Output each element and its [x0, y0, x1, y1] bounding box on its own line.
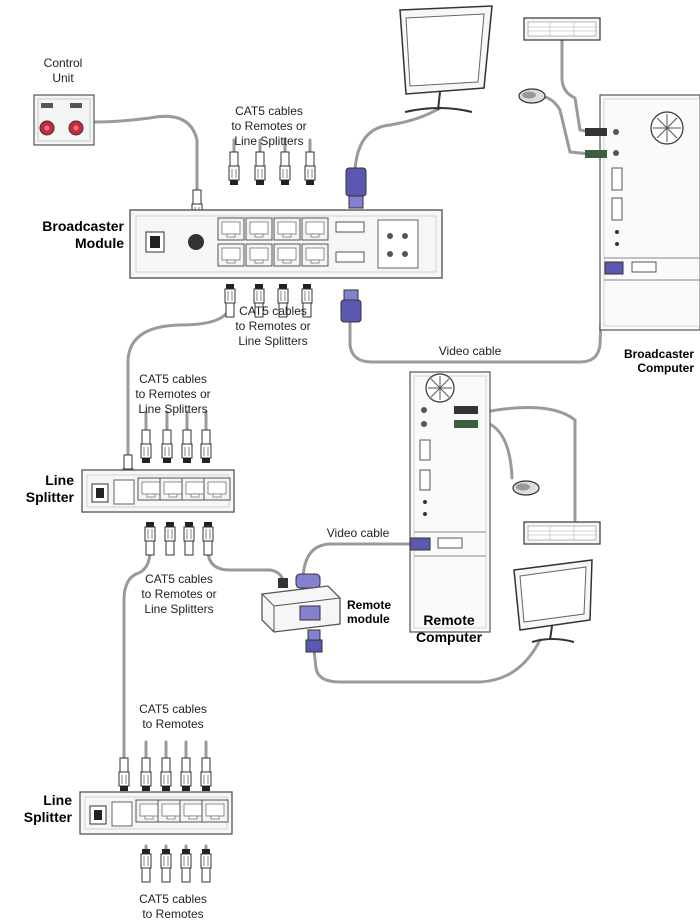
control-unit-device [33, 94, 95, 146]
remote-computer-label: Remote Computer [415, 612, 483, 645]
broadcaster-monitor [399, 5, 493, 113]
cat5-below-splitter-label: CAT5 cables to Remotes or Line Splitters [141, 572, 217, 616]
remote-monitor [513, 559, 593, 643]
remote-computer-device [409, 371, 601, 633]
line-splitter-1-device [81, 429, 235, 556]
video-cable-label-1: Video cable [438, 344, 502, 358]
cat5-top-label: CAT5 cables to Remotes or Line Splitters [231, 104, 307, 148]
cat5-to-remotes-upper-label: CAT5 cables to Remotes [139, 702, 207, 731]
broadcaster-module-device [129, 151, 443, 323]
line-splitter-2-label: Line Splitter [23, 792, 72, 825]
remote-module-device [261, 573, 341, 653]
cat5-left-label: CAT5 cables to Remotes or Line Splitters [135, 372, 211, 416]
control-unit-label: Control Unit [43, 56, 83, 85]
cables [93, 38, 614, 862]
broadcaster-module-label: Broadcaster Module [42, 218, 124, 251]
line-splitter-1-label: Line Splitter [25, 472, 74, 505]
line-splitter-2-device [79, 757, 233, 883]
broadcaster-computer-label: Broadcaster Computer [623, 347, 694, 375]
cat5-to-remotes-lower-label: CAT5 cables to Remotes [139, 892, 207, 921]
video-cable-label-2: Video cable [326, 526, 390, 540]
remote-module-label: Remote module [347, 598, 392, 626]
broadcaster-computer-device [518, 17, 700, 331]
cat5-below-broadcaster-label: CAT5 cables to Remotes or Line Splitters [235, 304, 311, 348]
